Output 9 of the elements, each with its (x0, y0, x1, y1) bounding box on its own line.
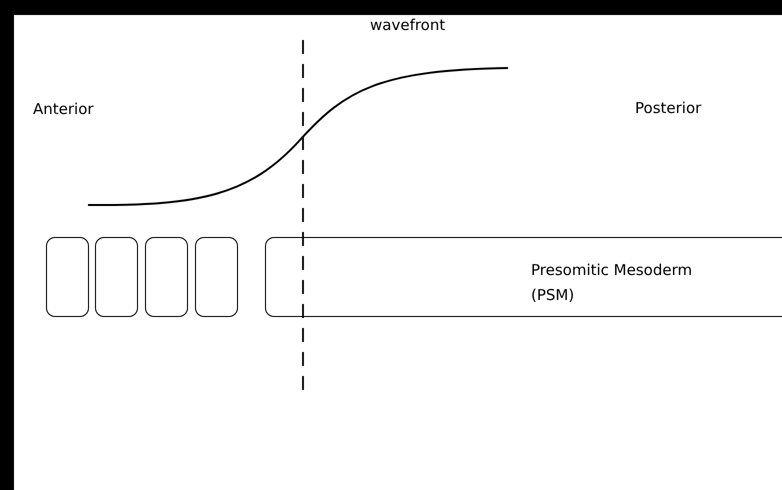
somite-box (145, 237, 188, 317)
somite-box (95, 237, 138, 317)
curve-label: wavefront (370, 16, 446, 34)
region-label: Presomitic Mesoderm (PSM) (531, 260, 694, 306)
axis-end-label: Anterior (33, 100, 94, 118)
somite-box (46, 237, 89, 317)
somite-box (195, 237, 238, 317)
axis-end-label: Posterior (635, 99, 702, 117)
tissue-block (265, 237, 782, 317)
